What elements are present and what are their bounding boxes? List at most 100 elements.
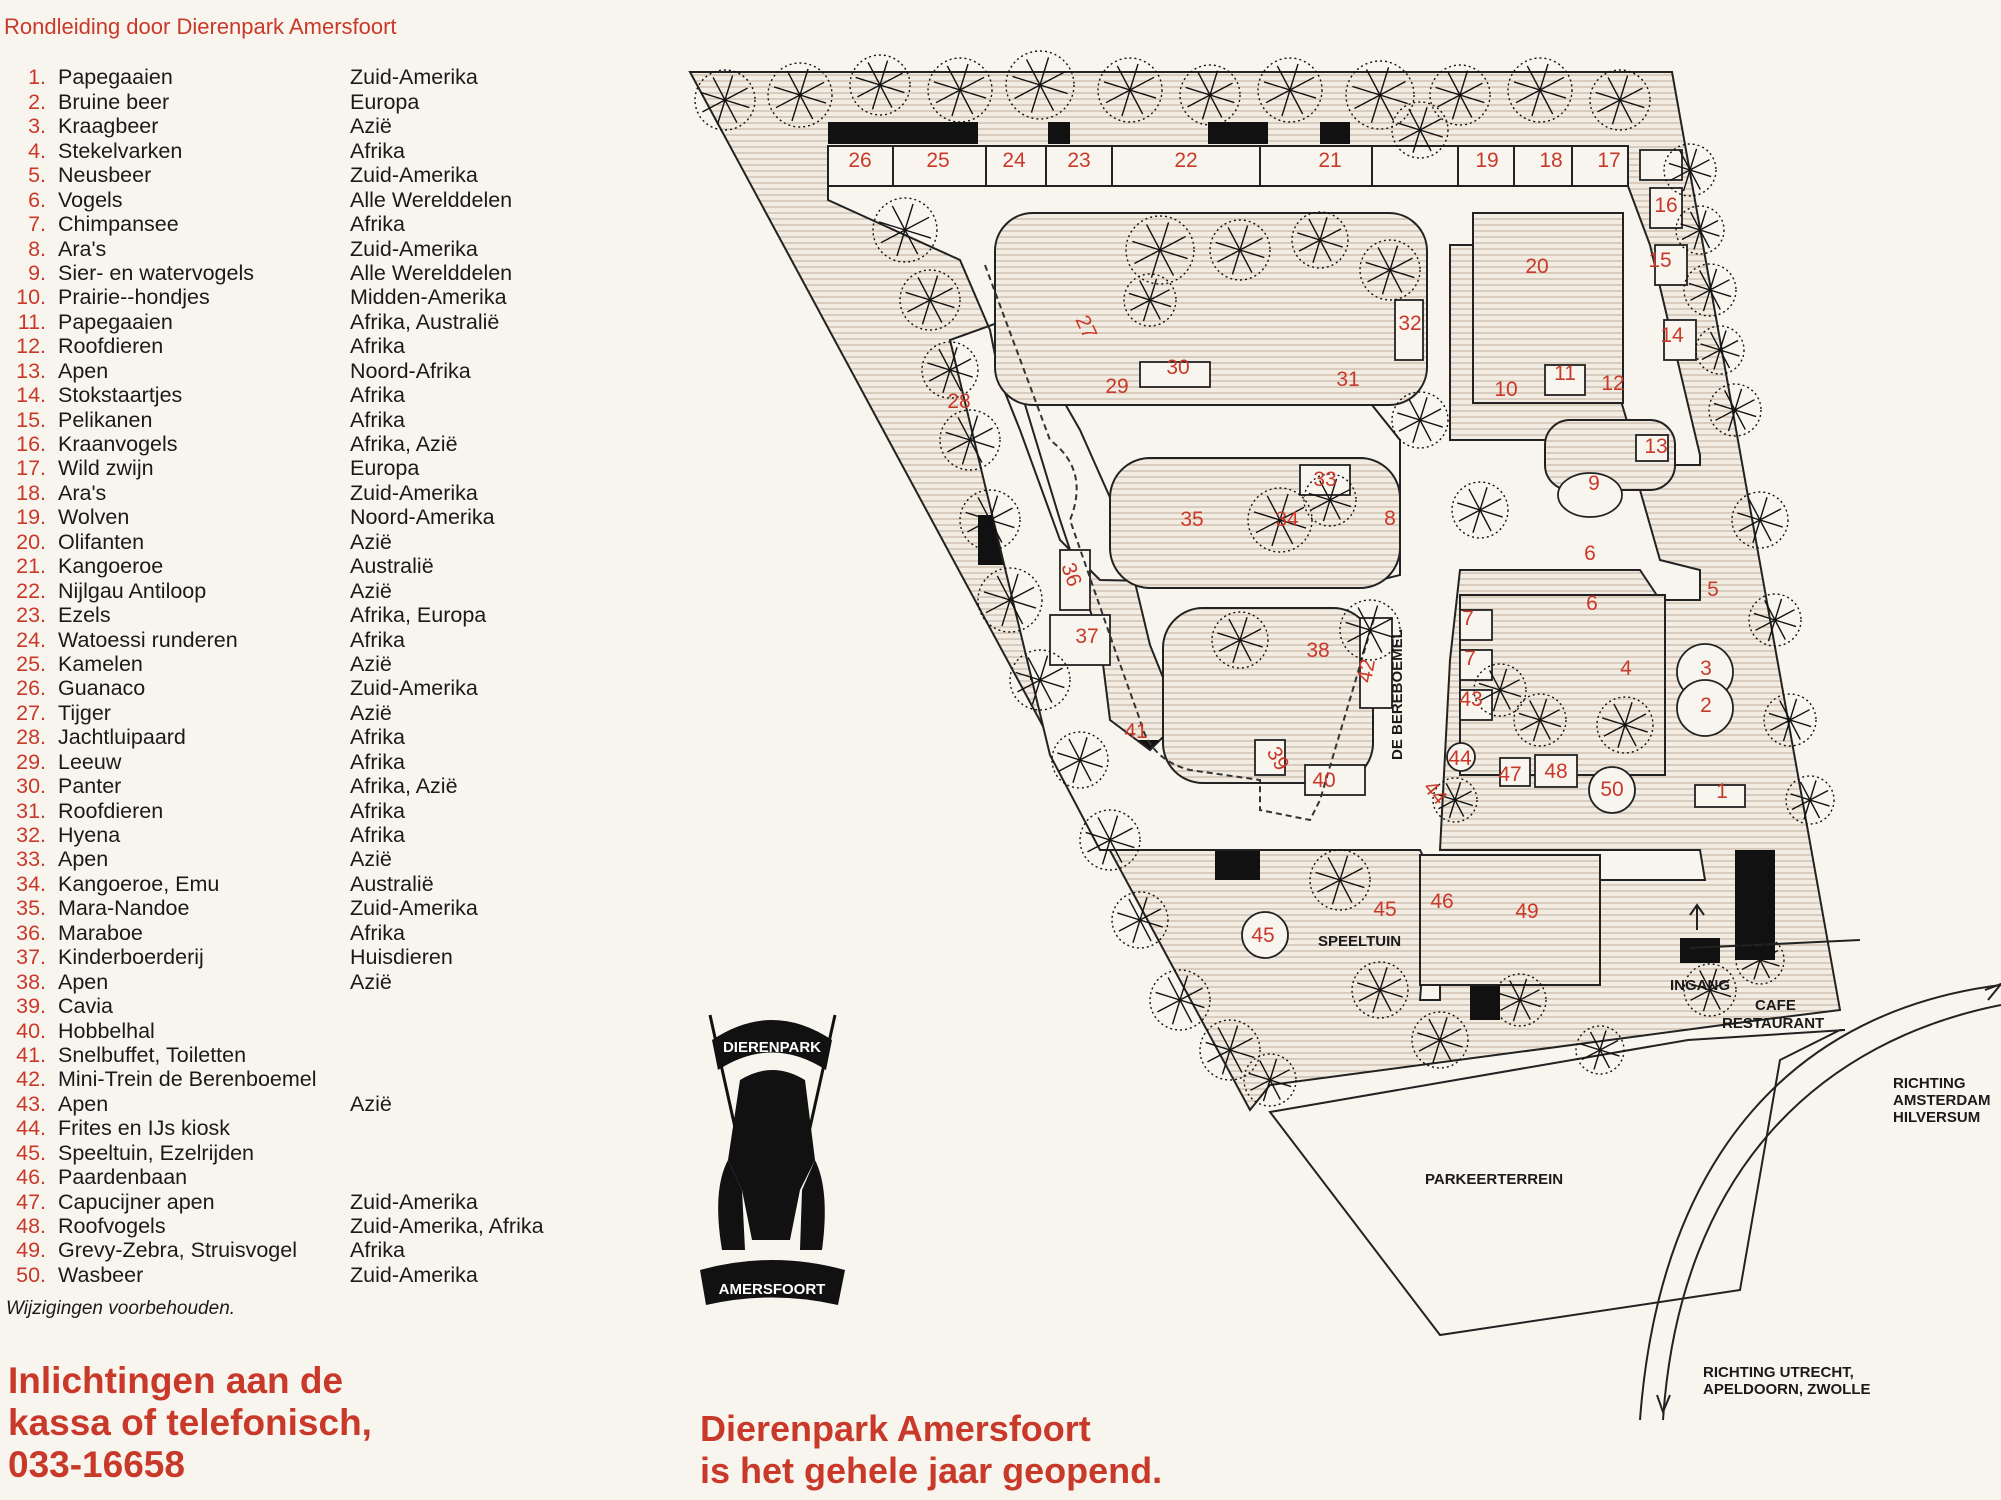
dierenpark-logo: DIERENPARK AMERSFOORT: [700, 1014, 845, 1305]
tree-icon: [1243, 1053, 1297, 1107]
tree-icon: [1575, 1025, 1625, 1075]
legend-region: Afrika: [350, 798, 405, 823]
legend-animal: Wild zwijn: [58, 456, 154, 481]
legend-animal: Paardenbaan: [58, 1165, 188, 1190]
legend-number: 9.: [28, 260, 46, 285]
ring-road: [1639, 984, 2001, 1421]
map-number: 32: [1398, 312, 1421, 335]
tree-icon: [1199, 1019, 1261, 1081]
map-number: 13: [1644, 435, 1667, 458]
label-richting-ams-2: AMSTERDAM: [1893, 1092, 1991, 1109]
legend-animal: Grevy-Zebra, Struisvogel: [58, 1238, 297, 1263]
legend-region: Huisdieren: [350, 945, 453, 970]
label-richting-ams-3: HILVERSUM: [1893, 1109, 1980, 1126]
legend-number: 7.: [28, 212, 46, 237]
legend-region: Noord-Afrika: [350, 358, 471, 383]
tree-icon: [1785, 775, 1835, 825]
legend-animal: Roofvogels: [58, 1214, 166, 1239]
tree-icon: [1345, 60, 1415, 130]
tree-icon: [1513, 693, 1567, 747]
legend-region: Azië: [350, 578, 392, 603]
tree-icon: [1748, 593, 1802, 647]
tree-icon: [1411, 1011, 1469, 1069]
tree-icon: [1211, 611, 1269, 669]
legend-number: 35.: [16, 896, 46, 921]
legend-number: 16.: [16, 432, 46, 457]
legend-animal: Panter: [58, 774, 122, 799]
train-track: [984, 264, 1376, 822]
map-number: 7: [1464, 647, 1476, 670]
legend-number: 3.: [28, 114, 46, 139]
legend-animal: Wasbeer: [58, 1262, 144, 1287]
tree-icon: [1309, 849, 1371, 911]
tree-icon: [1351, 961, 1409, 1019]
map-number: 21: [1318, 149, 1341, 172]
tree-icon: [899, 269, 961, 331]
legend-animal: Capucijner apen: [58, 1189, 215, 1214]
tree-icon: [1763, 693, 1817, 747]
legend-animal: Kamelen: [58, 651, 143, 676]
legend-number: 19.: [16, 505, 46, 530]
legend-number: 12.: [16, 334, 46, 359]
legend-number: 34.: [16, 871, 46, 896]
info-line: Inlichtingen aan de: [8, 1360, 344, 1401]
legend-number: 41.: [16, 1042, 46, 1067]
legend-number: 31.: [16, 798, 46, 823]
map-number: 44: [1448, 747, 1472, 770]
legend-number: 28.: [16, 725, 46, 750]
legend-animal: Jachtluipaard: [58, 725, 186, 750]
legend-number: 26.: [16, 676, 46, 701]
legend-number: 49.: [16, 1238, 46, 1263]
legend-region: Afrika: [350, 1238, 405, 1263]
legend-number: 21.: [16, 554, 46, 579]
tree-icon: [1507, 57, 1573, 123]
legend-animal: Maraboe: [58, 920, 143, 945]
legend-animal: Chimpansee: [58, 212, 179, 237]
tree-icon: [927, 57, 993, 123]
tree-icon: [1695, 325, 1745, 375]
legend-region: Zuid-Amerika: [350, 896, 478, 921]
legend-region: Azië: [350, 700, 392, 725]
legend-number: 13.: [16, 358, 46, 383]
legend-animal: Papegaaien: [58, 65, 173, 90]
tree-icon: [1123, 273, 1177, 327]
legend-number: 48.: [16, 1214, 46, 1239]
legend-number: 24.: [16, 627, 46, 652]
map-number: 45: [1251, 924, 1274, 947]
legend-region: Zuid-Amerika: [350, 163, 478, 188]
opening-block: Dierenpark Amersfoort is het gehele jaar…: [700, 1408, 1162, 1492]
map-number: 5: [1707, 578, 1719, 601]
tree-icon: [1589, 69, 1651, 131]
info-line: kassa of telefonisch,: [8, 1402, 372, 1443]
legend-number: 27.: [16, 700, 46, 725]
small-boxes: [1049, 149, 1746, 808]
tree-icon: [1359, 239, 1421, 301]
tree-icon: [1303, 473, 1357, 527]
legend-item: 41.Snelbuffet, Toiletten: [10, 1044, 570, 1068]
tree-icon: [1683, 963, 1737, 1017]
tree-icon: [1125, 215, 1195, 285]
legend-region: Azië: [350, 847, 392, 872]
legend-number: 23.: [16, 603, 46, 628]
legend-animal: Leeuw: [58, 749, 122, 774]
